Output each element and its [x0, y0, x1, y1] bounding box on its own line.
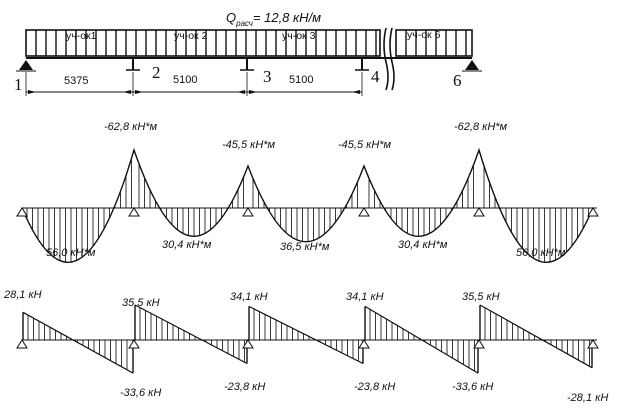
shear-label-top-5: 35,5 кН	[462, 291, 500, 303]
segment-label-1: уч-ок1	[66, 30, 97, 42]
moment-support-2	[128, 207, 140, 217]
shear-hatching	[27, 307, 590, 372]
segment-label-2: уч-ок 2	[174, 30, 208, 42]
moment-support-6	[587, 207, 599, 217]
moment-support-3	[242, 207, 254, 217]
shear-slope	[22, 311, 134, 374]
dimension-line	[25, 72, 363, 96]
shear-label-top-1: 28,1 кН	[3, 289, 42, 301]
distributed-load	[25, 29, 473, 57]
moment-support-4	[358, 207, 370, 217]
moment-diagram: -62,8 кН*м -45,5 кН*м -45,5 кН*м -62,8 к…	[16, 121, 599, 263]
moment-label-support-5: -62,8 кН*м	[454, 121, 508, 133]
shear-label-bottom-4: -33,6 кН	[452, 381, 493, 393]
shear-label-top-4: 34,1 кН	[346, 291, 384, 303]
shear-diagram: 28,1 кН 35,5 кН 34,1 кН 34,1 кН 35,5 кН …	[3, 289, 608, 404]
moment-label-support-3: -45,5 кН*м	[222, 139, 276, 151]
shear-support-5	[473, 339, 485, 349]
load-band-frame	[25, 29, 381, 57]
shear-label-bottom-1: -33,6 кН	[120, 387, 161, 399]
support-2	[126, 58, 140, 71]
support-number-3: 3	[263, 67, 272, 86]
shear-slope	[134, 304, 248, 365]
moment-label-span-1: 56,0 кН*м	[46, 247, 96, 259]
load-title: Qрасч= 12,8 кН/м	[226, 10, 321, 28]
moment-label-span-4: 30,4 кН*м	[398, 239, 448, 251]
support-number-6: 6	[453, 71, 462, 90]
moment-label-span-3: 36,5 кН*м	[280, 241, 330, 253]
shear-supports	[16, 339, 599, 349]
shear-label-top-2: 35,5 кН	[122, 297, 160, 309]
moment-support-5	[473, 207, 485, 217]
shear-label-top-3: 34,1 кН	[230, 291, 268, 303]
beam-scheme: Qрасч= 12,8 кН/м уч-ок1 уч-ок 2 уч-ок 3 …	[14, 10, 482, 96]
moment-label-span-5: 56,0 кН*м	[516, 247, 566, 259]
shear-label-bottom-3: -23,8 кН	[354, 381, 395, 393]
moment-label-support-2: -62,8 кН*м	[104, 121, 158, 133]
support-number-1: 1	[14, 75, 23, 94]
break-mark	[383, 27, 395, 91]
shear-label-bottom-5: -28,1 кН	[567, 392, 608, 404]
shear-support-2	[128, 339, 140, 349]
load-band-frame	[395, 29, 473, 57]
shear-support-3	[242, 339, 254, 349]
shear-support-1	[16, 339, 28, 349]
segment-label-3: уч-ок 3	[282, 30, 316, 42]
support-1	[16, 60, 36, 72]
support-3	[240, 58, 254, 71]
support-4	[355, 58, 369, 71]
moment-label-support-4: -45,5 кН*м	[338, 139, 392, 151]
moment-support-1	[16, 207, 28, 217]
moment-hatching	[26, 158, 589, 263]
moment-label-span-2: 30,4 кН*м	[162, 239, 212, 251]
shear-support-4	[358, 339, 370, 349]
moment-curve	[21, 147, 594, 263]
shear-label-bottom-2: -23,8 кН	[224, 381, 265, 393]
support-number-4: 4	[371, 67, 380, 86]
span-length-3: 5100	[289, 74, 313, 86]
span-length-1: 5375	[64, 75, 88, 87]
shear-support-6	[587, 339, 599, 349]
shear-slope	[479, 304, 593, 369]
support-number-2: 2	[152, 63, 161, 82]
shear-slope	[248, 305, 364, 365]
moment-supports	[16, 207, 599, 217]
support-6	[462, 60, 482, 72]
span-length-2: 5100	[173, 74, 197, 86]
